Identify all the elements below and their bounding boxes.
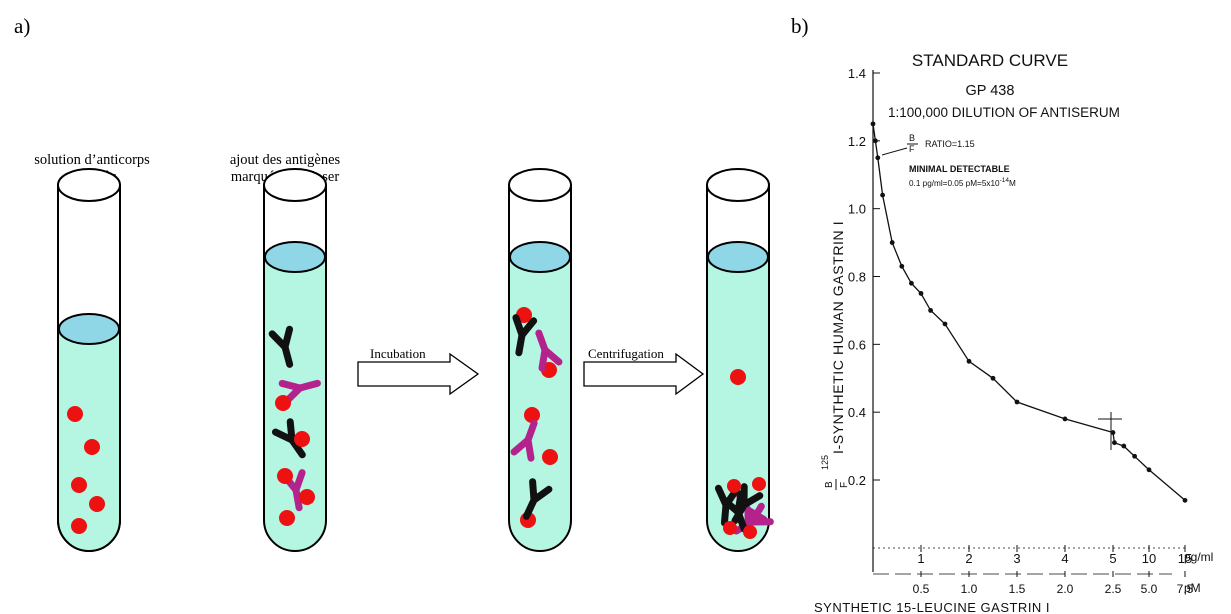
x-top-tick-label: 3 xyxy=(1013,551,1020,566)
x-top-tick-label: 4 xyxy=(1061,551,1068,566)
y-tick-label: 0.2 xyxy=(848,473,866,488)
tube-2-antigens xyxy=(275,395,315,526)
x-top-tick-label: 2 xyxy=(965,551,972,566)
x-bottom-tick-label: 2.0 xyxy=(1057,582,1074,596)
curve-point xyxy=(990,375,996,381)
tube-2-meniscus xyxy=(264,241,326,273)
tube-1 xyxy=(57,168,121,552)
minimal-detectable-line-2: 0.1 pg/ml=0.05 pM=5x10-14M xyxy=(909,177,1016,188)
y-tick-label: 0.6 xyxy=(848,337,866,352)
tube-4 xyxy=(706,168,770,552)
ratio-text: RATIO=1.15 xyxy=(925,139,975,149)
tube-1-meniscus xyxy=(58,313,120,345)
tube-2-label-line-1: ajout des antigènes xyxy=(229,152,341,168)
chart-subtitle: GP 438 xyxy=(966,83,1015,99)
ria-tubes-diagram xyxy=(57,168,820,552)
curve-point xyxy=(1110,430,1116,435)
tube-1-opening xyxy=(57,168,121,202)
x-bottom-tick-label: 0.5 xyxy=(913,582,930,596)
tube-4-pellet xyxy=(715,477,770,539)
standard-curve-chart: STANDARD CURVE GP 438 1:100,000 DILUTION… xyxy=(814,51,1213,614)
centrifugation-label: Centrifugation xyxy=(588,346,664,361)
dilution-text: 1:100,000 DILUTION OF ANTISERUM xyxy=(888,105,1120,120)
y-tick-label: 1.0 xyxy=(848,202,866,217)
curve-point xyxy=(1062,416,1068,422)
curve-point xyxy=(909,280,914,286)
ratio-annotation: B F RATIO=1.15 xyxy=(881,133,975,156)
axis-break-marks xyxy=(1098,412,1122,450)
x-axis-bottom-ticks: 0.5 1.0 1.5 2.0 2.5 5.0 7.5 xyxy=(913,571,1194,596)
x-axis-label: SYNTHETIC 15-LEUCINE GASTRIN I xyxy=(814,600,1050,614)
chart-title: STANDARD CURVE xyxy=(912,51,1068,70)
panel-b-label: b) xyxy=(791,14,809,38)
x-top-tick-label: 5 xyxy=(1109,551,1116,566)
incubation-label: Incubation xyxy=(370,346,426,361)
x-bottom-tick-label: 7.5 xyxy=(1177,582,1194,596)
x-bottom-tick-label: 1.5 xyxy=(1009,582,1026,596)
tube-3-opening xyxy=(508,168,572,202)
curve-point xyxy=(928,308,933,313)
curve-point xyxy=(870,121,876,127)
tube-1-antigens xyxy=(67,406,105,534)
curve-points xyxy=(870,121,1188,503)
x-axis-bottom-unit: pM xyxy=(1184,581,1201,595)
curve-point xyxy=(1121,443,1127,449)
curve-point xyxy=(1014,399,1020,405)
tube-4-opening xyxy=(706,168,770,202)
y-tick-label: 0.4 xyxy=(848,405,866,420)
x-bottom-tick-label: 2.5 xyxy=(1105,582,1122,596)
curve-point xyxy=(1112,440,1117,446)
curve-point xyxy=(889,240,895,245)
tube-3 xyxy=(508,168,572,552)
y-axis-label-fraction-den: F xyxy=(839,482,850,488)
x-top-tick-label: 15 xyxy=(1178,551,1192,566)
x-top-tick-label: 1 xyxy=(917,551,924,566)
incubation-arrow xyxy=(357,352,480,396)
x-axis-top-ticks: 1 2 3 4 5 10 15 xyxy=(917,545,1192,566)
curve-point xyxy=(1146,467,1152,473)
y-tick-label: 1.2 xyxy=(848,134,866,149)
curve-point xyxy=(966,358,972,364)
y-axis-label: B F 125 I-SYNTHETIC HUMAN GASTRIN I xyxy=(820,221,850,490)
tube-2-opening xyxy=(263,168,327,202)
curve-point xyxy=(875,155,881,161)
x-bottom-tick-label: 1.0 xyxy=(961,582,978,596)
centrifugation-arrow xyxy=(583,352,705,396)
curve-point xyxy=(1182,497,1188,503)
y-tick-label: 1.4 xyxy=(848,66,866,81)
curve-point xyxy=(899,263,905,269)
y-axis-label-superscript: 125 xyxy=(820,455,830,470)
curve-point xyxy=(873,138,878,144)
tube-2 xyxy=(263,168,327,552)
free-antigen xyxy=(730,369,746,385)
tube-4-meniscus xyxy=(707,241,769,273)
tube-3-meniscus xyxy=(509,241,571,273)
curve-point xyxy=(918,291,924,296)
y-axis-label-text: I-SYNTHETIC HUMAN GASTRIN I xyxy=(830,221,846,454)
x-top-tick-label: 10 xyxy=(1142,551,1156,566)
ratio-fraction-den: F xyxy=(909,144,915,154)
curve-point xyxy=(880,192,885,198)
curve-point xyxy=(1132,453,1137,459)
y-axis-ticks: 1.4 1.2 1.0 0.8 0.6 0.4 0.2 xyxy=(848,66,880,488)
panel-a-label: a) xyxy=(14,14,31,38)
y-axis-label-fraction-num: B xyxy=(824,481,835,488)
tube-1-label-line-1: solution d’anticorps xyxy=(34,152,150,168)
y-tick-label: 0.8 xyxy=(848,270,866,285)
minimal-detectable-line-1: MINIMAL DETECTABLE xyxy=(909,164,1010,174)
x-bottom-tick-label: 5.0 xyxy=(1141,582,1158,596)
curve-point xyxy=(942,321,948,327)
ratio-fraction-num: B xyxy=(909,133,915,143)
x-axis-top-unit: pg/ml xyxy=(1184,550,1213,564)
